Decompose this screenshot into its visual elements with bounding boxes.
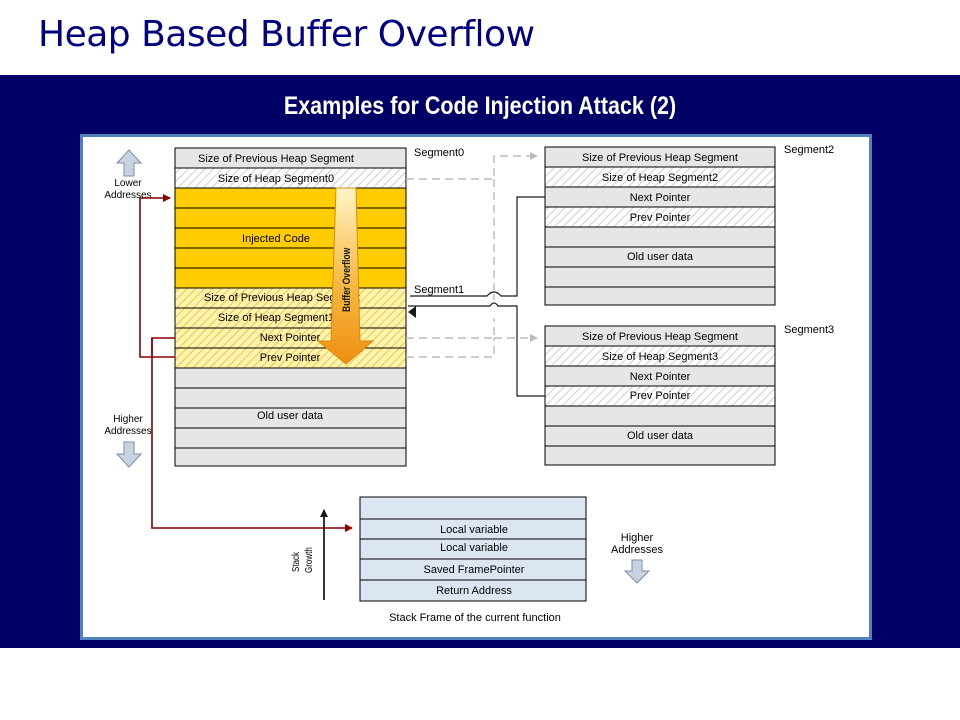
stack-frame-caption: Stack Frame of the current function — [389, 612, 561, 624]
lower-label-line1: Lower — [114, 178, 142, 189]
stack-higher-label-line1: Higher — [621, 532, 654, 544]
segment3-label: Segment3 — [784, 324, 834, 336]
seg3-prev-size-label: Size of Previous Heap Segment — [582, 331, 738, 343]
seg2-prev-label: Prev Pointer — [630, 212, 691, 224]
seg1-data-row-1 — [174, 367, 407, 389]
seg2-prev-size-label: Size of Previous Heap Segment — [582, 152, 738, 164]
seg2-prev-to-seg1-link — [410, 196, 545, 297]
seg1-prev-dashed-link — [406, 338, 495, 358]
stack-higher-addresses-indicator: Higher Addresses — [611, 532, 663, 584]
higher-label-line1: Higher — [113, 414, 143, 425]
segment2-block: Size of Previous Heap Segment Size of He… — [544, 144, 834, 306]
injected-code-label: Injected Code — [242, 233, 310, 245]
return-address-label: Return Address — [436, 585, 512, 597]
lower-addresses-indicator: Lower Addresses — [104, 149, 152, 201]
seg0-injected-row-2 — [174, 207, 407, 229]
slide-title: Heap Based Buffer Overflow — [38, 14, 535, 55]
segment2-label: Segment2 — [784, 144, 834, 156]
seg0-row-prev-size-label: Size of Previous Heap Segment — [198, 153, 354, 165]
down-arrow-icon — [115, 441, 143, 468]
segment0-block: Size of Previous Heap Segment Size of He… — [174, 147, 464, 289]
seg1-next-to-seg3-dashed-link — [406, 294, 537, 338]
next-pointer-to-stack-link — [151, 337, 353, 532]
segment0-label: Segment0 — [414, 147, 464, 159]
seg1-size-label: Size of Heap Segment1 — [218, 312, 334, 324]
seg1-old-user-data-label: Old user data — [257, 410, 324, 422]
higher-addresses-indicator: Higher Addresses — [104, 414, 152, 468]
segment3-block: Size of Previous Heap Segment Size of He… — [544, 324, 834, 466]
stack-row-return-address — [359, 579, 587, 602]
seg1-to-seg3-link — [408, 302, 545, 397]
slide-subtitle: Examples for Code Injection Attack (2) — [283, 92, 677, 120]
seg1-data-row-5 — [174, 447, 407, 467]
seg1-next-label: Next Pointer — [260, 332, 321, 344]
lower-label-line2: Addresses — [104, 190, 151, 201]
stack-frame-block: Local variable Local variable Saved Fram… — [359, 496, 587, 624]
stack-growth-indicator: Stack Growth — [290, 509, 328, 600]
dashed-links — [406, 152, 538, 358]
seg0-injected-row-1 — [174, 187, 407, 209]
seg0-row-size-label: Size of Heap Segment0 — [218, 173, 334, 185]
red-pointer-links — [139, 194, 353, 532]
seg1-data-row-4 — [174, 427, 407, 449]
stack-label: Stack — [290, 552, 301, 572]
down-arrow-icon — [623, 559, 651, 584]
seg2-size-label: Size of Heap Segment2 — [602, 172, 718, 184]
seg2-data-row-1 — [544, 226, 776, 248]
seg3-size-label: Size of Heap Segment3 — [602, 351, 718, 363]
pointer-links — [408, 196, 545, 397]
segment1-label: Segment1 — [414, 284, 464, 296]
seg1-prev-size-label: Size of Previous Heap Segment — [204, 292, 360, 304]
saved-frame-pointer-label: Saved FramePointer — [424, 564, 525, 576]
seg2-next-label: Next Pointer — [630, 192, 691, 204]
buffer-overflow-arrow: Buffer Overflow — [316, 187, 375, 365]
diagram-frame: Lower Addresses Higher Addresses Size of… — [80, 134, 872, 640]
segment1-block: Size of Previous Heap Segment Size of He… — [174, 284, 464, 467]
prev-pointer-to-lower-link — [139, 194, 175, 358]
seg1-arrow-icon — [408, 306, 416, 318]
higher-label-line2: Addresses — [104, 426, 151, 437]
seg1-prev-label: Prev Pointer — [260, 352, 321, 364]
local-variable-2-label: Local variable — [440, 542, 508, 554]
seg2-old-user-data-label: Old user data — [627, 251, 694, 263]
buffer-overflow-label: Buffer Overflow — [341, 247, 353, 312]
seg3-next-label: Next Pointer — [630, 371, 691, 383]
seg1-data-row-2 — [174, 387, 407, 409]
seg2-data-row-3 — [544, 266, 776, 288]
seg3-old-user-data-label: Old user data — [627, 430, 694, 442]
growth-label: Growth — [303, 547, 314, 573]
up-arrow-icon — [115, 149, 143, 177]
local-variable-1-label: Local variable — [440, 524, 508, 536]
stack-higher-label-line2: Addresses — [611, 544, 663, 556]
seg2-data-row-4 — [544, 286, 776, 306]
seg0-injected-row-5 — [174, 267, 407, 289]
seg3-data-row-1 — [544, 405, 776, 427]
seg0-next-to-seg2-dashed-link — [406, 152, 538, 180]
seg3-prev-label: Prev Pointer — [630, 390, 691, 402]
heap-diagram: Lower Addresses Higher Addresses Size of… — [104, 144, 834, 624]
seg3-data-row-3 — [544, 445, 776, 466]
overflow-arrow-icon — [316, 187, 375, 365]
seg0-injected-row-4 — [174, 247, 407, 269]
stack-row-top — [359, 496, 587, 520]
